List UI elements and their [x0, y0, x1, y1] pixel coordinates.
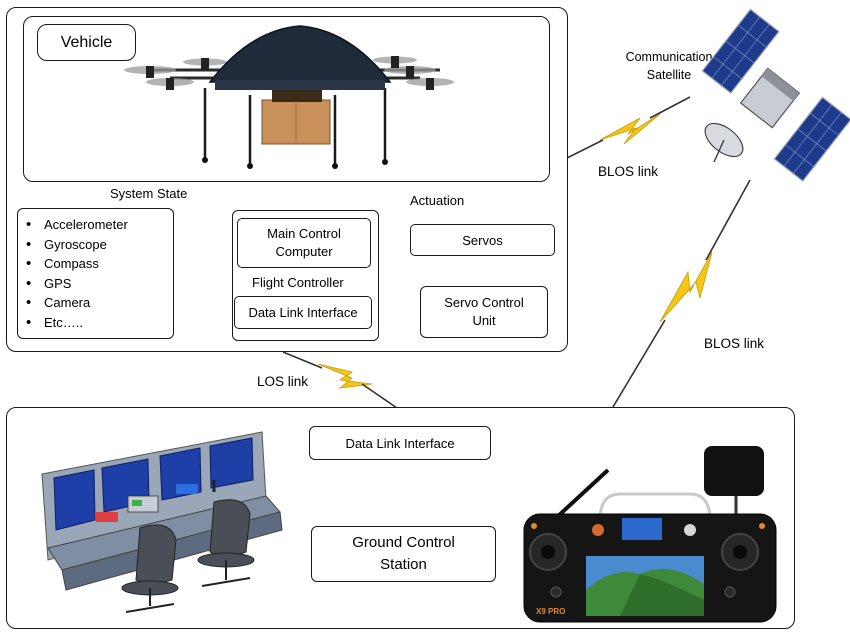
vehicle-data-link-interface-text: Data Link Interface [248, 305, 358, 320]
vehicle-data-link-interface: Data Link Interface [234, 296, 372, 329]
vehicle-title: Vehicle [37, 24, 136, 61]
sensor-item: Compass [22, 254, 169, 274]
blos-upper-label: BLOS link [598, 164, 659, 179]
servos-text: Servos [462, 232, 503, 248]
main-control-computer: Main Control Computer [237, 218, 371, 268]
satellite-label-text: Communication Satellite [625, 50, 713, 83]
sensor-item: Camera [22, 293, 169, 313]
servos-box: Servos [410, 224, 555, 256]
main-control-computer-text: Main Control Computer [267, 226, 341, 259]
sensor-item: Accelerometer [22, 215, 169, 235]
satellite-label: Communication Satellite [616, 48, 722, 84]
sensors-box: Accelerometer Gyroscope Compass GPS Came… [17, 208, 174, 339]
sensor-list: Accelerometer Gyroscope Compass GPS Came… [22, 215, 169, 332]
system-state-label: System State [110, 186, 188, 201]
ground-control-station-label: Ground Control Station [311, 526, 496, 582]
servo-control-unit-box: Servo Control Unit [420, 286, 548, 338]
blos-lower-link [612, 179, 751, 408]
sensor-item: Etc….. [22, 313, 169, 333]
sensor-item: Gyroscope [22, 235, 169, 255]
blos-lower-label: BLOS link [704, 336, 765, 351]
ground-control-station-text: Ground Control Station [352, 534, 455, 573]
ground-data-link-interface: Data Link Interface [309, 426, 491, 460]
los-link-label: LOS link [257, 374, 309, 389]
los-link [282, 351, 398, 409]
flight-controller-label: Flight Controller [252, 275, 344, 290]
vehicle-title-text: Vehicle [60, 33, 113, 51]
actuation-label: Actuation [410, 193, 465, 208]
ground-data-link-interface-text: Data Link Interface [345, 435, 455, 451]
servo-control-unit-text: Servo Control Unit [444, 294, 524, 328]
sensor-item: GPS [22, 274, 169, 294]
blos-upper-link [566, 96, 691, 159]
